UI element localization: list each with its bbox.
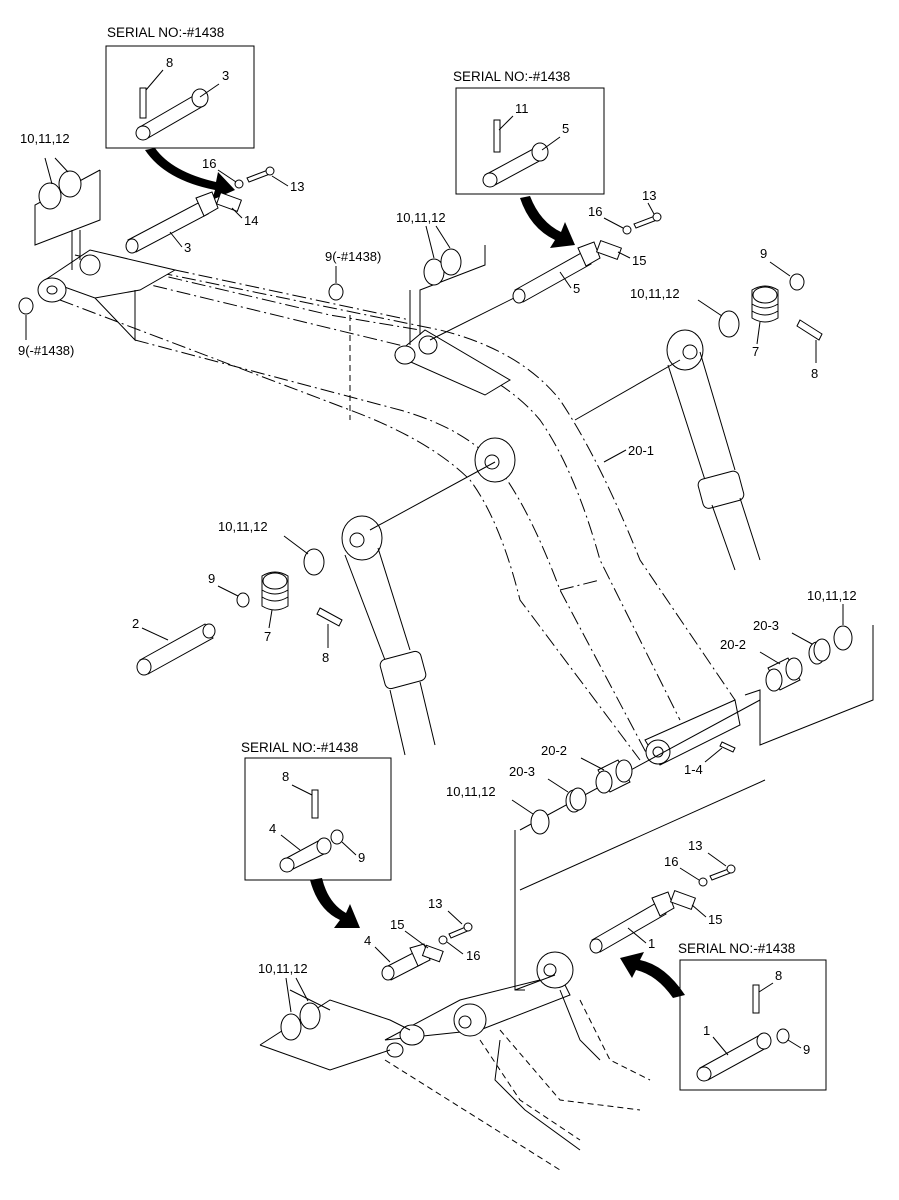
bushing-assembly-top-right: 10,11,12 7 8 <box>630 285 823 381</box>
curved-arrow-icon <box>620 952 685 998</box>
serial-box-frame <box>244 757 392 881</box>
label-spring-pin-8: 8 <box>282 769 289 784</box>
serial-note: SERIAL NO:-#1438 <box>453 69 570 84</box>
ring-set-top-left: 10,11,12 <box>20 131 82 210</box>
ring-set-mid-left: 10,11,12 <box>218 519 325 576</box>
label-bushing-20-2: 20-2 <box>541 743 567 758</box>
serial-box-middle: SERIAL NO:-#1438 8 4 9 <box>241 740 392 881</box>
label-pin-4: 4 <box>269 821 276 836</box>
label-snap-ring-9: 9 <box>760 246 767 261</box>
pin-2-assembly: 2 9 7 8 <box>132 571 343 676</box>
label-snap-ring-9-serial: 9(-#1438) <box>325 249 381 264</box>
pin-4-detail <box>279 789 344 873</box>
label-ring-set: 10,11,12 <box>807 588 857 603</box>
label-spring-pin-8: 8 <box>811 366 818 381</box>
curved-arrow-icon <box>145 148 235 200</box>
serial-box-frame <box>105 45 255 149</box>
curved-arrow-icon <box>310 878 360 928</box>
detail-arrows <box>145 148 685 998</box>
pin-5-detail <box>482 119 549 188</box>
serial-box-top-right: SERIAL NO:-#1438 11 5 <box>453 69 605 195</box>
label-plate-14: 14 <box>244 213 258 228</box>
curved-arrow-icon <box>520 196 575 248</box>
label-spring-pin-8: 8 <box>166 55 173 70</box>
ring-set-lower-left: 10,11,12 <box>258 961 321 1041</box>
label-pin-3: 3 <box>222 68 229 83</box>
label-bolt-13: 13 <box>428 896 442 911</box>
label-plate-15: 15 <box>708 912 722 927</box>
label-bolt-13: 13 <box>688 838 702 853</box>
label-washer-16: 16 <box>588 204 602 219</box>
boom-cylinder-left <box>341 515 436 756</box>
label-bushing-7: 7 <box>264 629 271 644</box>
lower-bracket-assembly <box>384 951 651 1171</box>
label-pin-5: 5 <box>562 121 569 136</box>
label-bolt-13: 13 <box>642 188 656 203</box>
label-ring-set: 10,11,12 <box>630 286 680 301</box>
boom-body <box>37 249 741 766</box>
label-snap-ring-9: 9 <box>358 850 365 865</box>
label-pin-5: 5 <box>573 281 580 296</box>
pin-3-detail <box>135 87 209 141</box>
boom-cylinder-right <box>666 329 761 571</box>
label-ring-set: 10,11,12 <box>218 519 268 534</box>
label-plate-15: 15 <box>632 253 646 268</box>
label-washer-16: 16 <box>664 854 678 869</box>
label-ring-set: 10,11,12 <box>20 131 70 146</box>
pin-5-assembly: 5 15 16 13 <box>512 188 662 304</box>
serial-note: SERIAL NO:-#1438 <box>241 740 358 755</box>
label-seal-20-3: 20-3 <box>753 618 779 633</box>
pin-1-detail <box>696 984 790 1082</box>
label-pin-2: 2 <box>132 616 139 631</box>
label-spring-pin-8: 8 <box>775 968 782 983</box>
serial-note: SERIAL NO:-#1438 <box>678 941 795 956</box>
label-snap-ring-9: 9 <box>208 571 215 586</box>
label-bushing-20-2: 20-2 <box>720 637 746 652</box>
label-grease-1-4: 1-4 <box>684 762 703 777</box>
ring-set-top-mid: 10,11,12 <box>396 210 462 286</box>
label-pin-1: 1 <box>648 936 655 951</box>
serial-note: SERIAL NO:-#1438 <box>107 25 224 40</box>
label-pin-1: 1 <box>703 1023 710 1038</box>
label-plate-15: 15 <box>390 917 404 932</box>
label-bushing-7: 7 <box>752 344 759 359</box>
label-spring-pin-11: 11 <box>515 101 529 116</box>
snap-ring-left: 9(-#1438) <box>18 297 74 358</box>
serial-box-top-left: SERIAL NO:-#1438 8 3 <box>105 25 255 149</box>
label-washer-16: 16 <box>466 948 480 963</box>
boom-nose-parts: 20-2 20-3 10,11,12 1-4 <box>684 588 857 777</box>
serial-box-frame <box>455 87 605 195</box>
label-seal-20-3: 20-3 <box>509 764 535 779</box>
pin-4-assembly: 4 15 16 13 <box>364 896 480 981</box>
label-ring-set: 10,11,12 <box>258 961 308 976</box>
label-washer-16: 16 <box>202 156 216 171</box>
snap-ring-top-mid: 9(-#1438) <box>325 249 381 301</box>
label-spring-pin-8: 8 <box>322 650 329 665</box>
label-snap-ring-9-serial: 9(-#1438) <box>18 343 74 358</box>
label-pin-4: 4 <box>364 933 371 948</box>
pin-1-assembly: 1 15 16 13 <box>589 838 736 954</box>
label-pin-3: 3 <box>184 240 191 255</box>
label-boom-20-1: 20-1 <box>628 443 654 458</box>
serial-box-bottom-right: SERIAL NO:-#1438 8 1 9 <box>678 941 827 1091</box>
lower-nose-parts: 20-2 20-3 10,11,12 <box>446 743 633 835</box>
label-bolt-13: 13 <box>290 179 304 194</box>
label-ring-set: 10,11,12 <box>396 210 446 225</box>
label-snap-ring-9: 9 <box>803 1042 810 1057</box>
pin-3-assembly: 3 14 16 13 <box>125 156 304 255</box>
label-ring-set: 10,11,12 <box>446 784 496 799</box>
snap-ring-top-right: 9 <box>760 246 805 291</box>
